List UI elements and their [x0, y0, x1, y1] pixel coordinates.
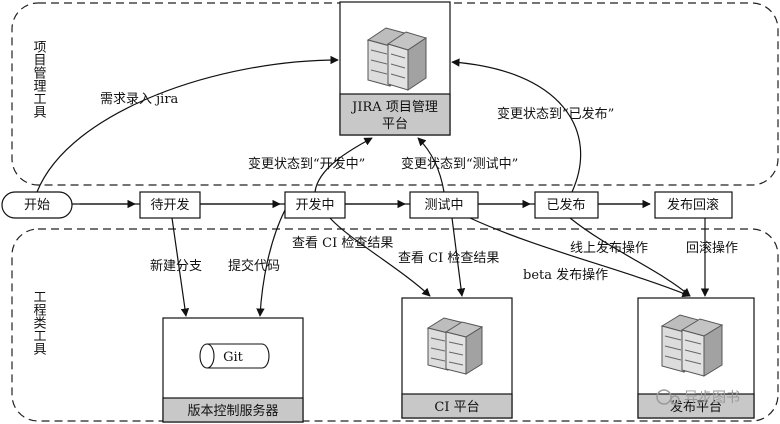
status-testing	[409, 191, 479, 219]
edge-to-released-label: 变更状态到“已发布”	[497, 106, 614, 122]
edge-to-dev-label: 变更状态到“开发中”	[248, 156, 365, 172]
edge-to-dev	[314, 137, 373, 193]
git-repo-icon-inner	[206, 343, 215, 369]
edge-online	[569, 217, 691, 297]
engineering-tools-group	[11, 228, 779, 422]
status-rollback-label: 发布回滚	[667, 197, 719, 213]
engineering-tools-label: 工程类工具	[31, 290, 47, 355]
edge-to-test-label: 变更状态到“测试中”	[401, 156, 518, 172]
edge-requirement	[36, 55, 339, 193]
edge-ci-check-dev	[329, 217, 431, 297]
jira-platform-title-line1: JIRA 项目管理	[350, 100, 438, 115]
status-released	[534, 191, 599, 219]
edge-requirement-label: 需求录入 jira	[100, 92, 179, 107]
jira-server-icon	[366, 27, 428, 91]
release-platform-title: 发布平台	[670, 399, 722, 415]
edge-online-label: 线上发布操作	[570, 240, 648, 256]
edge-to-test	[417, 137, 445, 193]
watermark-logo-icon	[656, 389, 672, 405]
status-todo-label: 待开发	[150, 197, 189, 213]
watermark-logo-dot	[670, 395, 680, 405]
status-released-label: 已发布	[546, 197, 585, 213]
status-testing-label: 测试中	[424, 198, 463, 213]
edge-to-released	[451, 58, 582, 193]
edge-ci-check-dev-label: 查看 CI 检查结果	[292, 235, 393, 251]
ci-server-icon	[426, 317, 484, 375]
status-todo	[139, 191, 201, 219]
status-in-dev-label: 开发中	[295, 197, 334, 213]
watermark-text: 异步图书	[684, 390, 740, 406]
ci-platform-caption-bg	[401, 393, 513, 419]
ci-platform-title: CI 平台	[434, 400, 479, 415]
edge-beta-label: beta 发布操作	[523, 267, 608, 283]
edge-ci-check-test-label: 查看 CI 检查结果	[398, 250, 499, 266]
project-tools-label: 项目管理工具	[31, 40, 47, 118]
release-server-icon	[660, 314, 724, 377]
git-repo-icon	[199, 343, 270, 369]
edge-rollback-label: 回滚操作	[686, 240, 738, 256]
status-in-dev	[284, 191, 346, 219]
edge-beta	[469, 217, 691, 298]
edge-branch-label: 新建分支	[150, 258, 202, 274]
jira-platform-title-line2: 平台	[382, 117, 408, 132]
edge-commit-label: 提交代码	[228, 258, 280, 274]
git-label: Git	[223, 350, 244, 365]
jira-platform-caption-bg	[339, 93, 451, 136]
vcs-platform-title: 版本控制服务器	[187, 403, 278, 419]
status-rollback	[654, 191, 733, 219]
vcs-platform-caption-bg	[162, 397, 304, 423]
edge-branch	[171, 217, 190, 317]
edge-commit	[256, 209, 286, 317]
watermark: 异步图书	[656, 389, 740, 406]
edge-ci-check-test	[451, 217, 466, 297]
start-label: 开始	[24, 198, 50, 213]
